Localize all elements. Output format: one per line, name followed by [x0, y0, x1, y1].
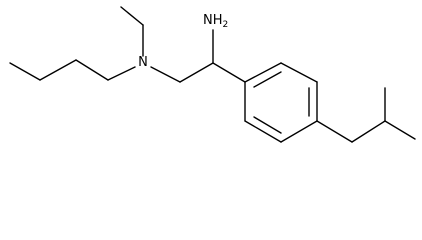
amine-label-subscript: 2 [223, 20, 229, 30]
ring-bond-5 [244, 120, 282, 143]
molecule-structure: N NH2 [0, 0, 422, 147]
amine-label-main: NH [203, 13, 223, 28]
isobutyl-methyl-bond-right [384, 120, 416, 140]
ethyl-bond [120, 6, 144, 26]
butyl-to-nitrogen-bond [107, 66, 136, 81]
isobutyl-bond-1 [351, 120, 386, 143]
ring-bond-2 [280, 62, 318, 83]
nitrogen-to-methylene-bond [150, 66, 181, 83]
butyl-bond-1 [9, 62, 41, 81]
methine-to-ring-bond [212, 62, 246, 83]
ring-double-bond-inner-3 [253, 116, 282, 134]
ring-to-isobutyl-bond [316, 120, 353, 143]
background [0, 0, 422, 147]
nitrogen-label: N [138, 55, 148, 70]
ring-bond-4 [280, 120, 318, 143]
butyl-bond-2 [39, 59, 77, 81]
butyl-bond-3 [75, 59, 109, 81]
methylene-to-methine-bond [179, 62, 214, 83]
ring-bond-1 [244, 62, 282, 83]
ring-double-bond-inner-1 [253, 71, 282, 88]
amine-label: NH2 [203, 13, 228, 30]
